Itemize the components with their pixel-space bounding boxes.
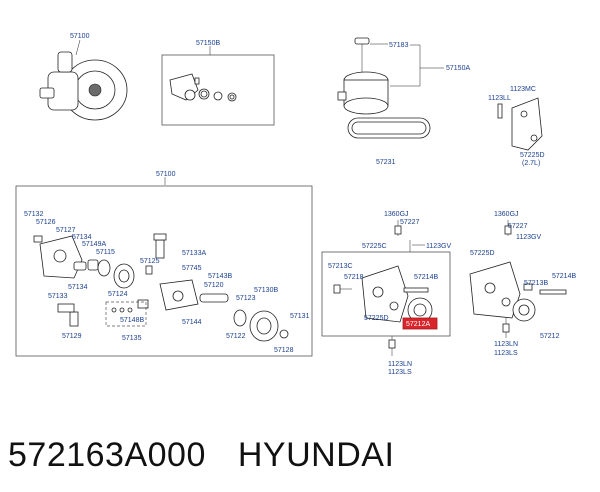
drive-belt-illustration [347,117,431,139]
label-57127: 57127 [56,227,76,234]
label-57132: 57132 [24,211,44,218]
label-57213b: 57213B [524,280,548,287]
label-57128: 57128 [274,347,294,354]
part-number: 572163A000 [8,435,206,474]
label-57124: 57124 [108,291,128,298]
label-57130b: 57130B [254,287,278,294]
label-1123ls-a: 1123LS [388,369,412,376]
gasket-parts-illustration [169,73,237,102]
label-57144: 57144 [182,319,202,326]
label-57149a: 57149A [82,241,106,248]
brand-name: HYUNDAI [237,435,395,474]
label-57133: 57133 [48,293,68,300]
label-57225d-a: 57225D [364,315,389,322]
bracket-2-7l-illustration [497,97,543,151]
label-1123gv-b: 1123GV [516,234,541,241]
parts-diagram: 57100 57150B 57183 57150A 57231 1 [15,33,576,376]
label-1123ln-a: 1123LN [388,361,412,368]
label-57122: 57122 [226,333,246,340]
gasket-kit-frame [161,54,275,126]
label-57214b-b: 57214B [552,273,576,280]
label-57218: 57218 [344,274,364,281]
label-1123ls-b: 1123LS [494,350,518,357]
seal-kit-illustration [111,307,133,313]
exploded-pump-illustration [33,233,289,342]
label-57150b: 57150B [196,40,220,47]
seal-kit-57148b-frame [105,301,147,327]
reservoir-illustration [337,37,389,115]
label-57133a: 57133A [182,250,206,257]
highlighted-part-57212a-box [402,317,438,330]
label-57100-top: 57100 [70,33,90,40]
label-57231: 57231 [376,159,396,166]
label-1123gv-a: 1123GV [426,243,451,250]
alt-bracket-assembly-illustration [469,220,567,338]
label-57126: 57126 [36,219,56,226]
pump-assembly-illustration [39,39,128,121]
label-1360gj-a: 1360GJ [384,211,409,218]
label-57148b: 57148B [120,317,144,324]
label-57214b-a: 57214B [414,274,438,281]
label-57227-b: 57227 [508,223,528,230]
label-1123ln-b: 1123LN [494,341,518,348]
caption-bar: 572163A000 HYUNDAI [8,430,592,480]
label-57100-exploded: 57100 [156,171,176,178]
label-57125: 57125 [140,258,160,265]
label-57225d-top: 57225D [520,152,545,159]
label-57134-b: 57134 [68,284,88,291]
label-57225d-b: 57225D [470,250,495,257]
label-57143b: 57143B [208,273,232,280]
label-2-7l: (2.7L) [522,160,540,167]
bracket-assembly-illustration [333,220,433,356]
bracket-assembly-frame [321,251,451,337]
label-57129: 57129 [62,333,82,340]
label-57213c: 57213C [328,263,353,270]
label-57120: 57120 [204,282,224,289]
label-57115: 57115 [96,249,115,256]
label-57131: 57131 [290,313,310,320]
label-1123ll: 1123LL [488,95,511,102]
label-57227-a: 57227 [400,219,420,226]
label-57183: 57183 [389,42,409,49]
label-57745: 57745 [182,265,202,272]
label-1123mc: 1123MC [510,86,536,93]
label-57123: 57123 [236,295,256,302]
label-57134-a: 57134 [72,234,92,241]
label-57225c: 57225C [362,243,387,250]
exploded-pump-frame [15,185,313,357]
label-1360gj-b: 1360GJ [494,211,519,218]
label-57135: 57135 [122,335,142,342]
label-57212a: 57212A [406,321,430,328]
label-57150a: 57150A [446,65,470,72]
label-57212: 57212 [540,333,560,340]
